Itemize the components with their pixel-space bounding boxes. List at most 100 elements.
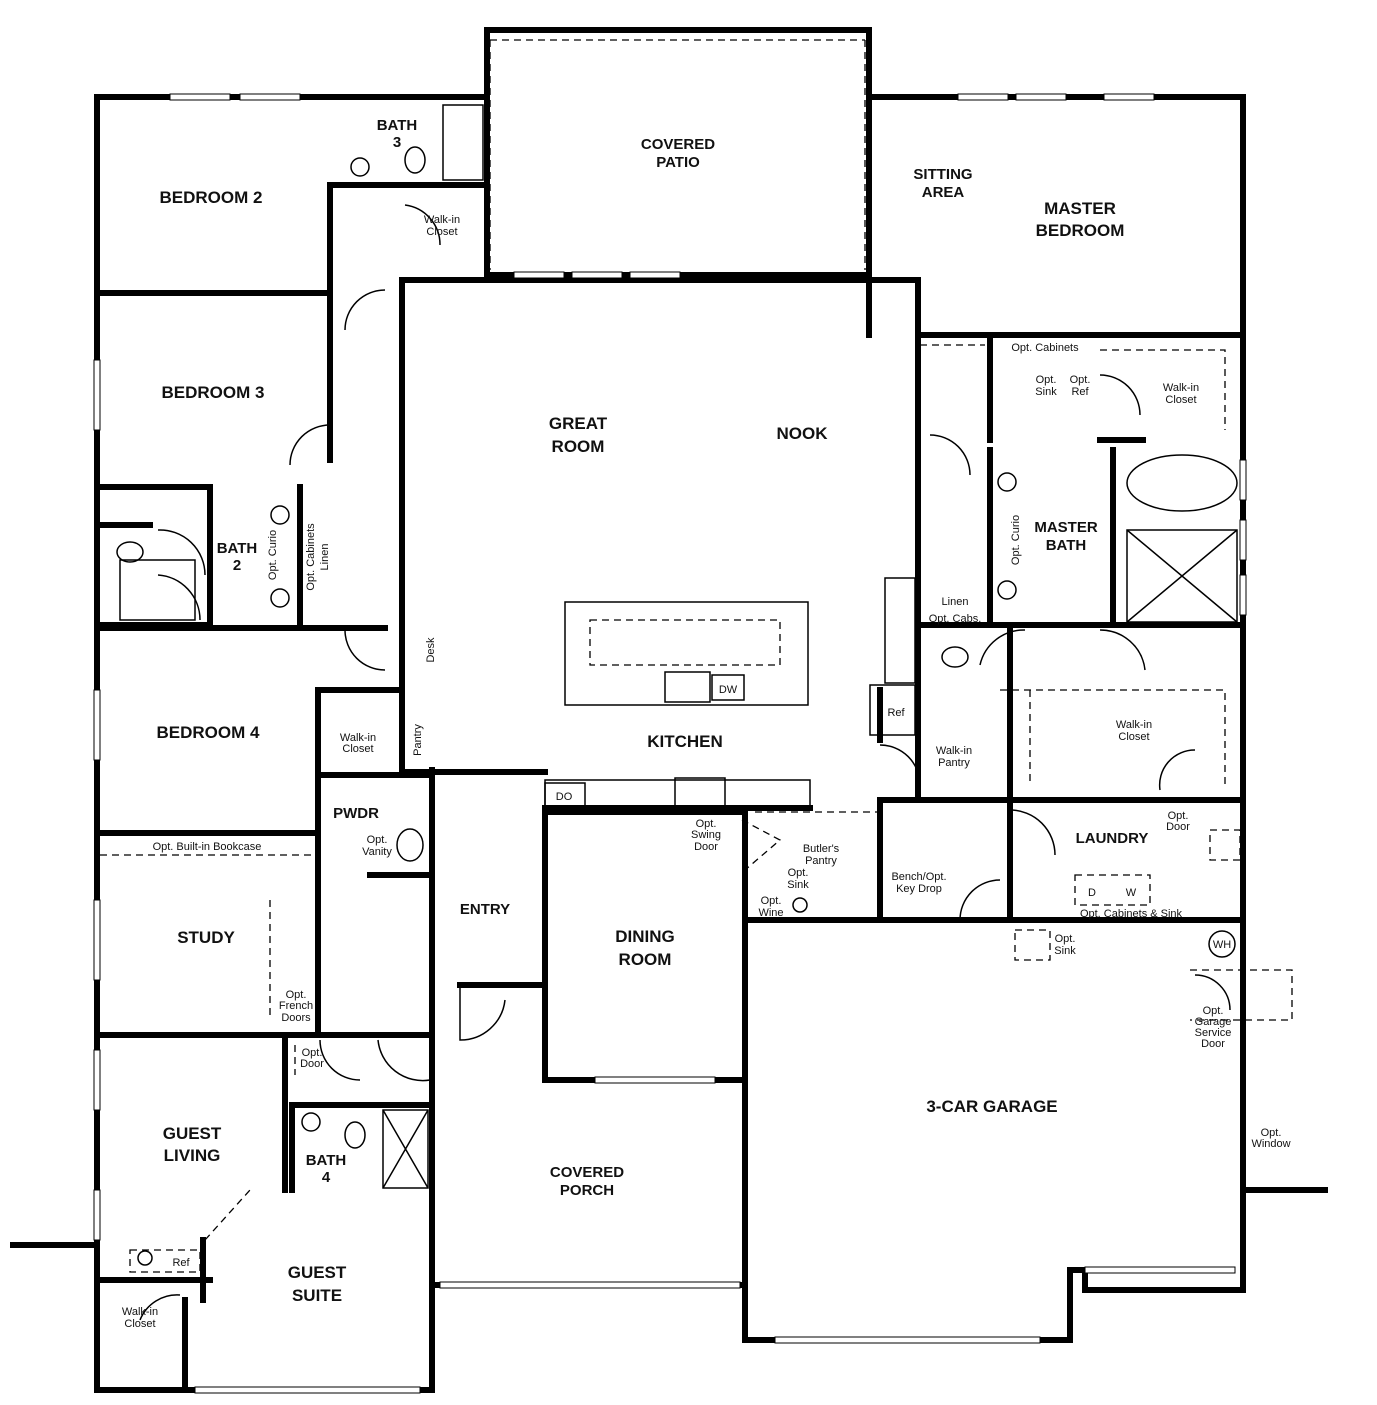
note: Opt. Cabinets bbox=[305, 523, 317, 591]
note: Key Drop bbox=[896, 883, 942, 895]
room-master-bedroom-2: BEDROOM bbox=[1036, 221, 1125, 240]
room-sitting-area-2: AREA bbox=[922, 184, 965, 201]
note: Door bbox=[694, 841, 718, 853]
exterior-walls bbox=[10, 27, 1328, 1393]
note: Ref bbox=[172, 1257, 190, 1269]
note: Doors bbox=[281, 1012, 311, 1024]
room-master-bedroom: MASTER bbox=[1044, 199, 1116, 218]
room-laundry: LAUNDRY bbox=[1076, 830, 1149, 847]
note: Opt. bbox=[788, 867, 809, 879]
note: Opt. Cabinets bbox=[1011, 342, 1079, 354]
room-master-bath-2: BATH bbox=[1046, 537, 1087, 554]
note: Walk-in bbox=[340, 732, 376, 744]
note: D bbox=[1088, 887, 1096, 899]
note: Vanity bbox=[362, 846, 392, 858]
note: Closet bbox=[124, 1318, 155, 1330]
room-study: STUDY bbox=[177, 928, 235, 947]
room-bath-4: BATH bbox=[306, 1152, 347, 1169]
note: Bench/Opt. bbox=[891, 871, 946, 883]
room-bath-3-num: 3 bbox=[393, 134, 401, 151]
room-guest-living-2: LIVING bbox=[164, 1146, 221, 1165]
note: Wine bbox=[758, 907, 783, 919]
room-dining: DINING bbox=[615, 927, 675, 946]
room-labels: BEDROOM 2 BATH 3 COVERED PATIO SITTING A… bbox=[157, 117, 1149, 1305]
room-bath-2-num: 2 bbox=[233, 557, 241, 574]
note: Opt. bbox=[1168, 810, 1189, 822]
note: Sink bbox=[1035, 386, 1057, 398]
room-bath-4-num: 4 bbox=[322, 1169, 331, 1186]
room-guest-living: GUEST bbox=[163, 1124, 222, 1143]
note: Door bbox=[300, 1058, 324, 1070]
note: Door bbox=[1166, 821, 1190, 833]
note: Walk-in bbox=[424, 214, 460, 226]
note: Walk-in bbox=[1163, 382, 1199, 394]
room-bath-3: BATH bbox=[377, 117, 418, 134]
note: Closet bbox=[426, 226, 457, 238]
note: Door bbox=[1201, 1038, 1225, 1050]
note: Pantry bbox=[938, 757, 970, 769]
note: Opt. bbox=[696, 818, 717, 830]
note: Opt. Cabs. bbox=[929, 613, 982, 625]
note: DO bbox=[556, 791, 573, 803]
room-kitchen: KITCHEN bbox=[647, 732, 723, 751]
note: Desk bbox=[425, 637, 437, 663]
bathtub-icon bbox=[1126, 454, 1238, 512]
room-bedroom-3: BEDROOM 3 bbox=[162, 383, 265, 402]
annotations: Walk-in Closet Opt. Cabinets Opt. Sink O… bbox=[122, 214, 1291, 1330]
note: Butler's bbox=[803, 843, 840, 855]
note: Opt. bbox=[302, 1047, 323, 1059]
note: Sink bbox=[1054, 945, 1076, 957]
room-master-bath: MASTER bbox=[1034, 519, 1098, 536]
room-bedroom-4: BEDROOM 4 bbox=[157, 723, 261, 742]
note: Linen bbox=[319, 544, 331, 571]
note: Garage bbox=[1195, 1016, 1232, 1028]
optional-dashed-features bbox=[100, 39, 1293, 1273]
room-great-room: GREAT bbox=[549, 414, 608, 433]
shower-icon bbox=[1126, 529, 1238, 623]
note: Opt. bbox=[761, 895, 782, 907]
note: Ref bbox=[1071, 386, 1089, 398]
note: Opt. Curio bbox=[267, 530, 279, 580]
note: Closet bbox=[1118, 731, 1149, 743]
note: Opt. Curio bbox=[1010, 515, 1022, 565]
note: Opt. bbox=[367, 834, 388, 846]
note: Closet bbox=[1165, 394, 1196, 406]
note: Opt. Built-in Bookcase bbox=[153, 841, 262, 853]
note: Pantry bbox=[412, 724, 424, 756]
windows bbox=[93, 93, 1247, 1394]
note: Opt. bbox=[1055, 933, 1076, 945]
note: Service bbox=[1195, 1027, 1232, 1039]
note: Walk-in bbox=[1116, 719, 1152, 731]
note: Opt. bbox=[1070, 374, 1091, 386]
room-bedroom-2: BEDROOM 2 bbox=[160, 188, 263, 207]
kitchen-island bbox=[564, 601, 809, 706]
room-entry: ENTRY bbox=[460, 901, 510, 918]
note: W bbox=[1126, 887, 1137, 899]
note: Pantry bbox=[805, 855, 837, 867]
room-covered-patio: COVERED bbox=[641, 136, 715, 153]
room-garage: 3-CAR GARAGE bbox=[926, 1097, 1057, 1116]
room-sitting-area: SITTING bbox=[913, 166, 972, 183]
note: Window bbox=[1251, 1138, 1290, 1150]
room-guest-suite: GUEST bbox=[288, 1263, 347, 1282]
note: Opt. bbox=[1261, 1127, 1282, 1139]
toilet-icon bbox=[404, 146, 426, 174]
room-great-room-2: ROOM bbox=[552, 437, 605, 456]
note: Opt. bbox=[286, 989, 307, 1001]
note: Sink bbox=[787, 879, 809, 891]
note: Opt. Cabinets & Sink bbox=[1080, 908, 1183, 920]
note: Ref bbox=[887, 707, 905, 719]
note: Opt. bbox=[1203, 1005, 1224, 1017]
note: Swing bbox=[691, 829, 721, 841]
interior-walls bbox=[94, 94, 1246, 1393]
room-guest-suite-2: SUITE bbox=[292, 1286, 342, 1305]
note: French bbox=[279, 1000, 313, 1012]
room-bath-2: BATH bbox=[217, 540, 258, 557]
room-dining-2: ROOM bbox=[619, 950, 672, 969]
room-powder: PWDR bbox=[333, 805, 379, 822]
note: WH bbox=[1213, 939, 1231, 951]
note: Linen bbox=[942, 596, 969, 608]
room-covered-patio-2: PATIO bbox=[656, 154, 700, 171]
note: Closet bbox=[342, 743, 373, 755]
